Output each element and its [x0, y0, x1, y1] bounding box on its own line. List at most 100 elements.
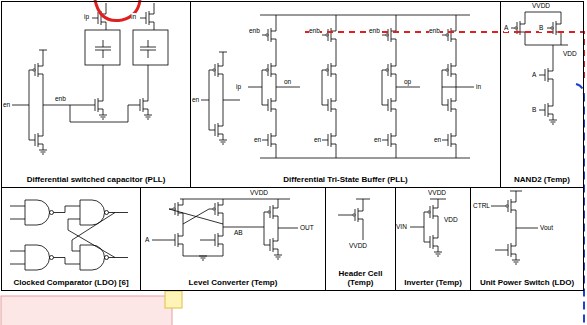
circuit-panel: Inverter (Temp) [395, 187, 471, 291]
nmos-symbol [382, 95, 396, 115]
nmos-symbol [382, 130, 396, 150]
panel-caption: Unit Power Switch (LDO) [480, 278, 574, 288]
panel-caption: Header Cell (Temp) [330, 269, 391, 288]
panel-caption: Inverter (Temp) [404, 278, 462, 288]
signal-label: VIN [396, 223, 407, 231]
ground-symbol [219, 140, 227, 144]
nmos-symbol [442, 130, 456, 150]
signal-label: en [314, 136, 321, 144]
nmos-symbol [424, 232, 438, 252]
panel-caption: Level Converter (Temp) [189, 278, 278, 288]
nmos-symbol [140, 8, 154, 28]
nmos-symbol [264, 235, 278, 255]
panel-caption: Differential Tri-State Buffer (PLL) [283, 175, 407, 185]
signal-label: ip [236, 83, 241, 91]
signal-label: VDD [563, 50, 577, 58]
signal-label: enb [429, 27, 440, 35]
wire [12, 3, 156, 140]
signal-label: B [532, 106, 536, 114]
red-dashed-outline [305, 32, 584, 80]
signal-label: AB [234, 229, 243, 237]
nmos-symbol [442, 95, 456, 115]
pmos-symbol [349, 205, 363, 225]
pmos-symbol [511, 18, 525, 38]
nmos-symbol [262, 95, 276, 115]
ground-symbol [199, 256, 207, 260]
nmos-symbol [502, 240, 516, 260]
signal-label: en [3, 101, 10, 109]
circuit-panel: Differential switched capacitor (PLL) [1, 1, 191, 188]
nmos-symbol [539, 100, 553, 120]
ground-symbol [512, 260, 520, 264]
signal-label: en [374, 136, 381, 144]
signal-label: VVDD [428, 189, 446, 197]
signal-label: A [504, 24, 508, 32]
signal-label: op [404, 78, 411, 86]
wire [10, 206, 128, 264]
signal-label: in [131, 13, 136, 21]
pmos-symbol [264, 202, 278, 222]
signal-label: CTRL [473, 202, 490, 210]
signal-label: VVDD [349, 242, 367, 250]
signal-label: A [145, 236, 149, 244]
panel-caption: Differential switched capacitor (PLL) [27, 175, 166, 185]
signal-label: en [434, 136, 441, 144]
signal-label: ip [84, 13, 89, 21]
inversion-bubble [105, 256, 109, 260]
signal-label: on [284, 78, 291, 86]
nmos-symbol [262, 130, 276, 150]
red-annotation-arc [95, 0, 140, 21]
pmos-symbol [262, 25, 276, 45]
signal-label: VVDD [250, 189, 268, 197]
signal-label: VVDD [532, 2, 550, 10]
nmos-symbol [89, 95, 103, 115]
pmos-symbol [502, 196, 516, 216]
pmos-symbol [442, 25, 456, 45]
pmos-symbol [442, 60, 456, 80]
pmos-symbol [382, 25, 396, 45]
pmos-symbol [382, 60, 396, 80]
switch-box [85, 30, 120, 65]
ground-symbol [144, 115, 152, 119]
signal-label: in [476, 83, 481, 91]
wire [201, 15, 474, 158]
signal-label: OUT [300, 224, 314, 232]
signal-label: enb [309, 27, 320, 35]
inversion-bubble [50, 211, 54, 215]
pmos-symbol [547, 18, 561, 38]
signal-label: enb [369, 27, 380, 35]
ground-symbol [549, 120, 557, 124]
wire [525, 12, 568, 100]
signal-label: Vout [540, 224, 553, 232]
ground-symbol [99, 115, 107, 119]
nmos-symbol [169, 230, 183, 250]
pmos-symbol [209, 60, 223, 80]
pmos-symbol [169, 199, 183, 219]
signal-label: B [539, 24, 543, 32]
nmos-symbol [209, 230, 223, 250]
pmos-symbol [29, 60, 43, 80]
wire [338, 199, 370, 240]
circuit-panel: Differential Tri-State Buffer (PLL) [190, 1, 501, 188]
yellow-marker [165, 291, 182, 308]
signal-label: enb [249, 27, 260, 35]
inversion-bubble [50, 256, 54, 260]
signal-label: en [254, 136, 261, 144]
circuit-panel: Level Converter (Temp) [140, 187, 326, 291]
signal-label: VDD [444, 216, 458, 224]
signal-label: A [532, 71, 536, 79]
nmos-symbol [209, 120, 223, 140]
nmos-symbol [322, 130, 336, 150]
pmos-symbol [424, 202, 438, 222]
ground-symbol [434, 252, 442, 256]
pmos-symbol [322, 60, 336, 80]
circuit-panel: Header Cell (Temp) [325, 187, 396, 291]
panel-caption: NAND2 (Temp) [514, 175, 570, 185]
circuit-panel: Clocked Comparator (LDO) [6] [1, 187, 141, 291]
wire [410, 199, 446, 242]
ground-symbol [39, 150, 47, 154]
ground-symbol [274, 255, 282, 259]
wire [491, 191, 538, 250]
nmos-symbol [539, 65, 553, 85]
